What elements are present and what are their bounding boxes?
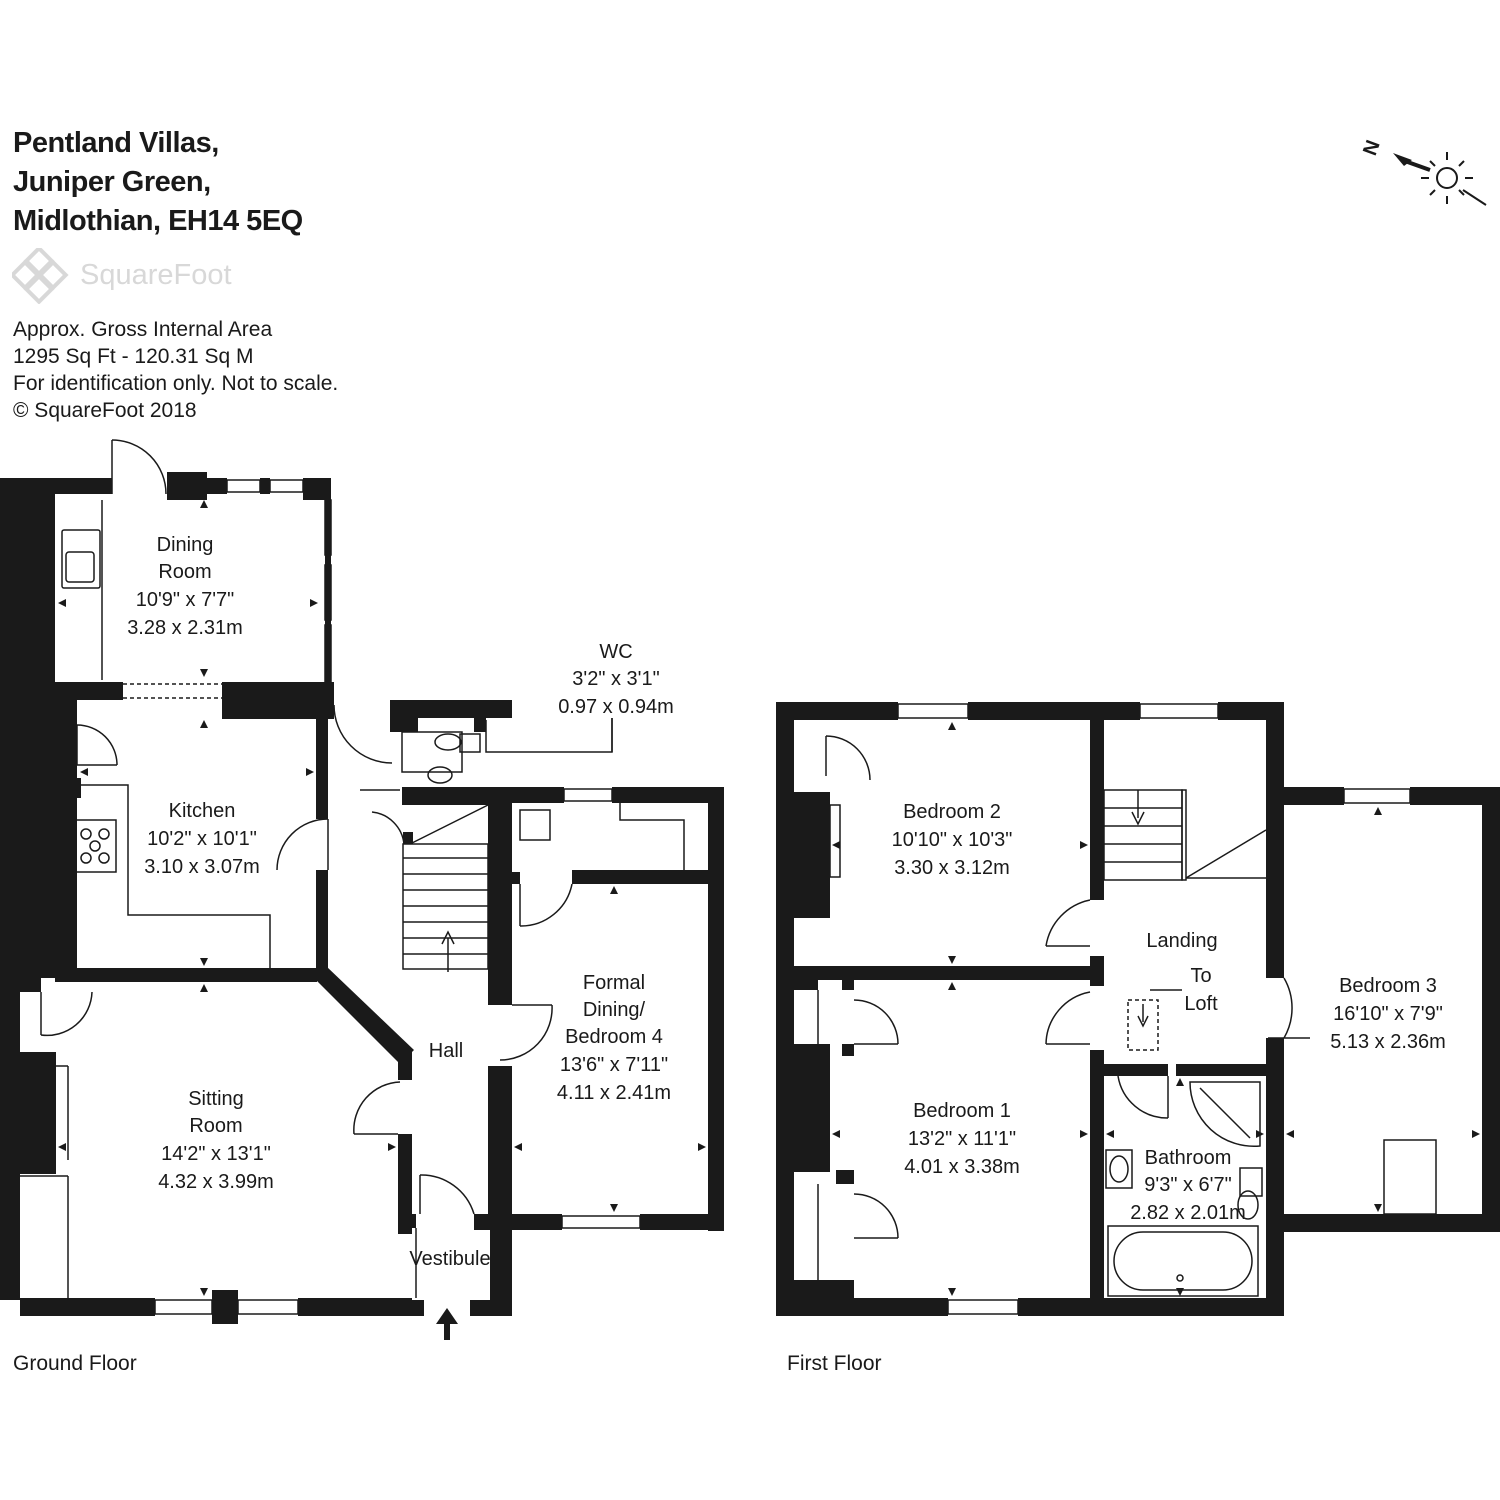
room-name: Formal: [583, 972, 645, 994]
first-floor-dimension-ticks: [832, 722, 1480, 1296]
room-landing: Landing To Loft: [1146, 930, 1218, 1015]
copyright: © SquareFoot 2018: [13, 399, 197, 422]
room-name: Dining: [157, 534, 214, 556]
ground-floor-walls: [0, 472, 724, 1324]
room-bedroom-3: Bedroom 3 16'10" x 7'9" 5.13 x 2.36m: [1330, 975, 1446, 1053]
room-name: Sitting: [188, 1088, 244, 1110]
loft-label: To: [1190, 965, 1211, 987]
ground-floor-dimension-ticks: [58, 500, 706, 1296]
room-size-metric: 5.13 x 2.36m: [1330, 1031, 1446, 1053]
room-name: Bedroom 1: [913, 1100, 1011, 1122]
room-name: Bedroom 4: [565, 1026, 663, 1048]
room-name: Kitchen: [169, 800, 236, 822]
room-size-imperial: 13'6" x 7'11": [560, 1054, 668, 1076]
room-size-imperial: 10'10" x 10'3": [892, 829, 1013, 851]
address-line-1: Pentland Villas,: [13, 127, 219, 159]
room-name: Hall: [429, 1040, 463, 1062]
ground-floor-label: Ground Floor: [13, 1352, 137, 1375]
squarefoot-logo-icon: [12, 248, 69, 304]
compass: N: [1359, 137, 1487, 206]
sun-icon: [1436, 167, 1458, 189]
room-name: Bedroom 2: [903, 801, 1001, 823]
room-size-imperial: 3'2" x 3'1": [572, 668, 659, 690]
ground-floor-details: [20, 439, 685, 1315]
room-size-metric: 4.01 x 3.38m: [904, 1156, 1020, 1178]
room-wc: WC 3'2" x 3'1" 0.97 x 0.94m: [558, 641, 674, 718]
disclaimer: For identification only. Not to scale.: [13, 372, 339, 395]
room-size-imperial: 16'10" x 7'9": [1333, 1003, 1443, 1025]
first-floor-label: First Floor: [787, 1352, 882, 1375]
room-name: Dining/: [583, 999, 646, 1021]
room-size-imperial: 10'9" x 7'7": [136, 589, 235, 611]
room-name: Landing: [1146, 930, 1217, 952]
first-floor-walls: [776, 702, 1500, 1316]
room-name: Bedroom 3: [1339, 975, 1437, 997]
room-size-metric: 0.97 x 0.94m: [558, 696, 674, 718]
room-name: Room: [158, 561, 211, 583]
room-size-metric: 3.30 x 3.12m: [894, 857, 1010, 879]
room-size-metric: 3.10 x 3.07m: [144, 856, 260, 878]
room-size-imperial: 13'2" x 11'1": [908, 1128, 1016, 1150]
address-line-2: Juniper Green,: [13, 166, 211, 198]
room-size-imperial: 9'3" x 6'7": [1144, 1174, 1231, 1196]
area-info: Approx. Gross Internal Area 1295 Sq Ft -…: [13, 316, 338, 424]
room-size-metric: 3.28 x 2.31m: [127, 617, 243, 639]
room-vestibule: Vestibule: [409, 1248, 490, 1270]
room-formal-dining: Formal Dining/ Bedroom 4 13'6" x 7'11" 4…: [557, 972, 671, 1104]
area-value: 1295 Sq Ft - 120.31 Sq M: [13, 345, 254, 368]
room-bathroom: Bathroom 9'3" x 6'7" 2.82 x 2.01m: [1130, 1147, 1246, 1224]
room-name: Vestibule: [409, 1248, 490, 1270]
squarefoot-logo: SquareFoot: [12, 248, 232, 304]
room-size-imperial: 10'2" x 10'1": [147, 828, 257, 850]
area-title: Approx. Gross Internal Area: [13, 318, 273, 341]
room-size-imperial: 14'2" x 13'1": [161, 1143, 271, 1165]
room-kitchen: Kitchen 10'2" x 10'1" 3.10 x 3.07m: [144, 800, 260, 878]
logo-text: SquareFoot: [80, 259, 232, 291]
room-name: WC: [599, 641, 632, 663]
room-sitting: Sitting Room 14'2" x 13'1" 4.32 x 3.99m: [158, 1088, 274, 1193]
entrance-arrow-icon: [436, 1308, 458, 1340]
room-dining: Dining Room 10'9" x 7'7" 3.28 x 2.31m: [127, 534, 243, 639]
room-size-metric: 2.82 x 2.01m: [1130, 1202, 1246, 1224]
room-bedroom-1: Bedroom 1 13'2" x 11'1" 4.01 x 3.38m: [904, 1100, 1020, 1178]
room-hall: Hall: [429, 1040, 463, 1062]
room-bedroom-2: Bedroom 2 10'10" x 10'3" 3.30 x 3.12m: [892, 801, 1013, 879]
loft-label: Loft: [1184, 993, 1218, 1015]
room-name: Bathroom: [1145, 1147, 1232, 1169]
property-address: Pentland Villas, Juniper Green, Midlothi…: [13, 124, 303, 241]
compass-north-letter: N: [1359, 137, 1385, 158]
address-line-3: Midlothian, EH14 5EQ: [13, 205, 303, 237]
first-floor-details: [817, 703, 1437, 1315]
room-size-metric: 4.11 x 2.41m: [557, 1082, 671, 1104]
room-size-metric: 4.32 x 3.99m: [158, 1171, 274, 1193]
room-name: Room: [189, 1115, 242, 1137]
